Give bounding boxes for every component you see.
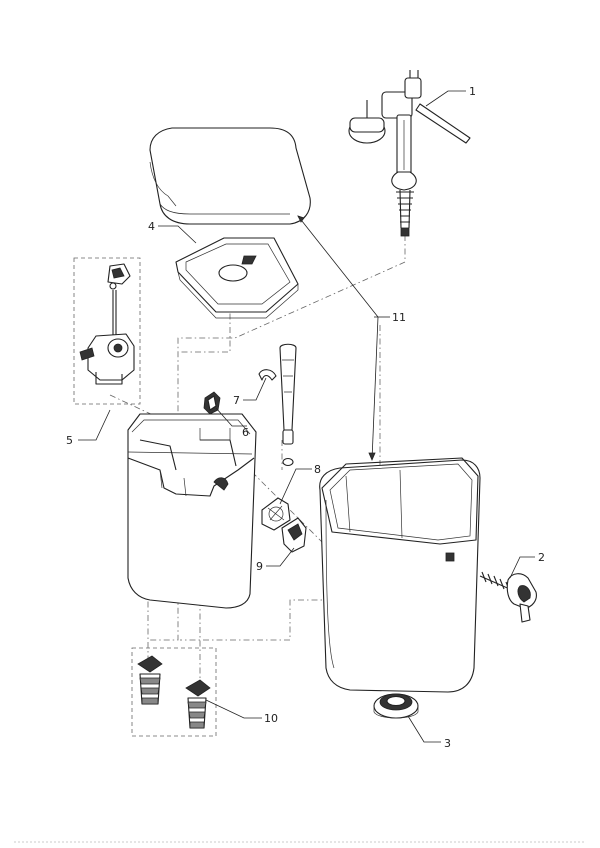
flush-mechanism-box: [73, 257, 141, 405]
callout-8: 8: [314, 463, 321, 476]
leader-lines: [78, 90, 535, 743]
tank-lid: [149, 127, 311, 225]
flush-valve-seal: [373, 693, 419, 719]
gasket: [261, 497, 291, 531]
callout-3: 3: [444, 737, 451, 750]
callout-7: 7: [233, 394, 240, 407]
callout-5: 5: [66, 434, 73, 447]
right-tank: [319, 457, 481, 693]
push-button: [479, 571, 537, 623]
callout-10: 10: [264, 712, 278, 725]
callout-6: 6: [242, 426, 249, 439]
fixing-buffers: [137, 655, 211, 729]
callout-labels: 1 2 3 4 5 6 7 8 9 10 11: [66, 85, 545, 750]
fixing-buffers-box: [131, 647, 217, 737]
clip: [203, 391, 221, 415]
fill-valve: [348, 70, 471, 237]
callout-2: 2: [538, 551, 545, 564]
tank-lid-insert: [175, 237, 299, 319]
overflow-pipe: [258, 343, 297, 467]
left-tank: [127, 413, 257, 609]
leader-arrowheads: [297, 215, 376, 462]
callout-9: 9: [256, 560, 263, 573]
bracket: [281, 517, 307, 553]
callout-1: 1: [469, 85, 476, 98]
callout-4: 4: [148, 220, 155, 233]
flush-mechanism: [79, 263, 135, 385]
callout-11: 11: [392, 311, 406, 324]
